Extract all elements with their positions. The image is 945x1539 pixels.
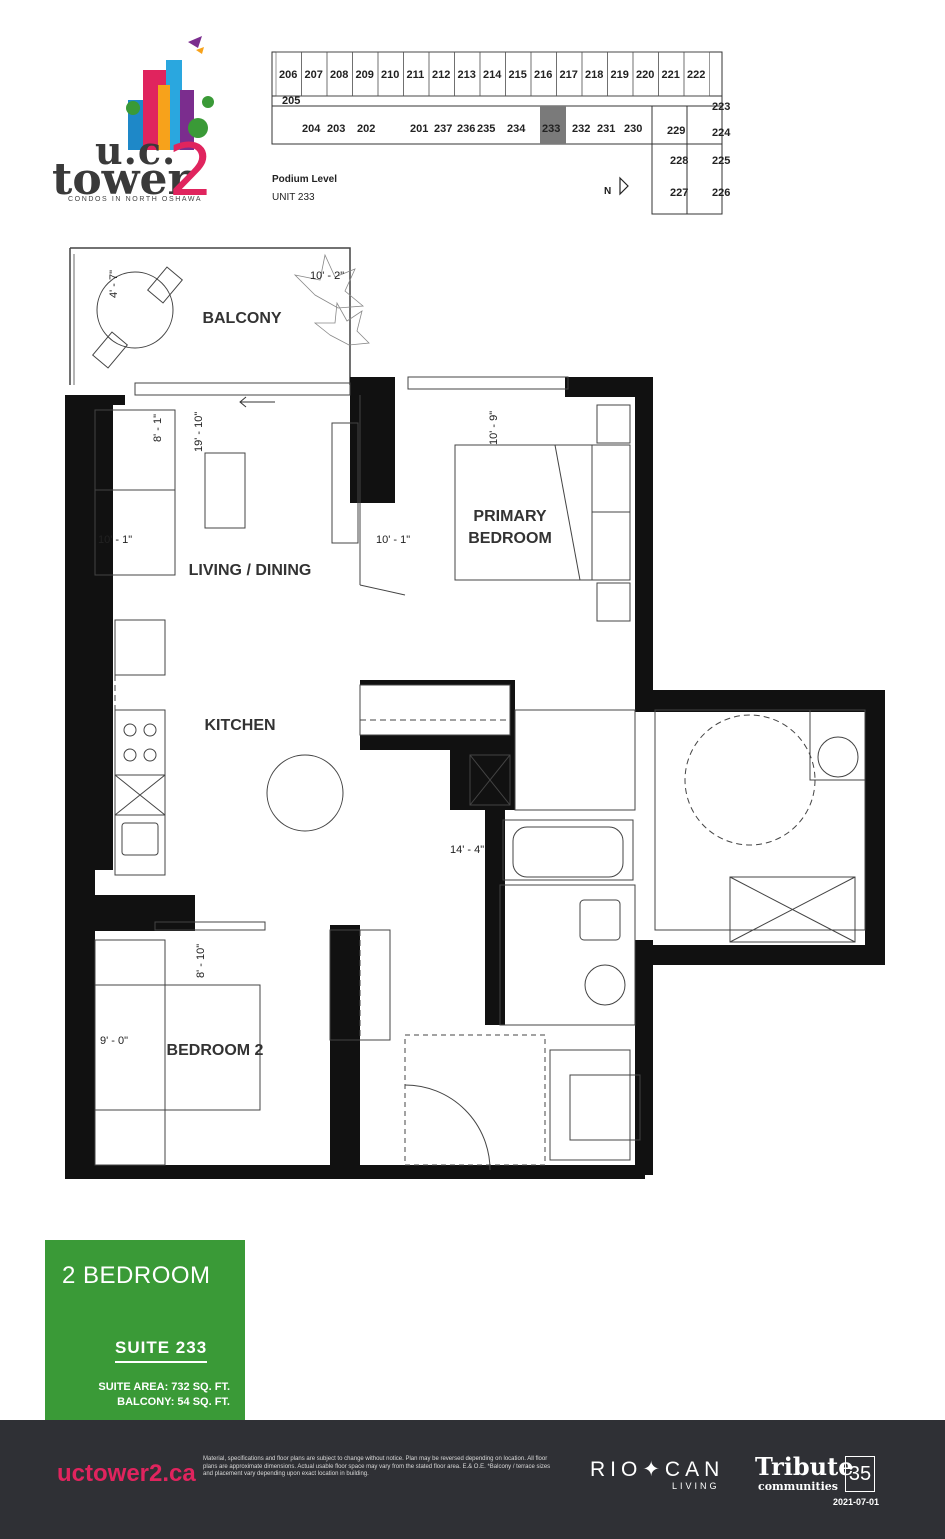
keyplan-unit-label: 223 bbox=[712, 101, 730, 113]
footer bbox=[0, 1420, 945, 1539]
keyplan-unit-label: 233 bbox=[542, 123, 560, 135]
website-link[interactable]: uctower2.ca bbox=[57, 1460, 196, 1487]
room-living-dining: LIVING / DINING bbox=[188, 562, 312, 579]
keyplan-unit-label: 231 bbox=[597, 123, 615, 135]
dim-primary-length: 14' - 4" bbox=[450, 844, 485, 856]
keyplan-unit-label: 224 bbox=[712, 127, 731, 139]
keyplan-highlight-unit bbox=[540, 106, 566, 144]
keyplan-top-row: 206 207 208 209 210 211 212 213 214 215 216 217 218 2… bbox=[275, 51, 710, 97]
dim-living-width: 10' - 1" bbox=[98, 534, 133, 546]
keyplan-unit-label: 228 bbox=[670, 155, 688, 167]
dim-living-length: 19' - 10" bbox=[193, 411, 205, 452]
suite-name: SUITE 233 bbox=[115, 1338, 208, 1363]
suite-area-block: SUITE AREA: 732 SQ. FT. BALCONY: 54 SQ. … bbox=[98, 1380, 230, 1410]
windows bbox=[134, 376, 569, 931]
suite-info-box bbox=[45, 1240, 245, 1420]
logo-uc-text: u.c. bbox=[95, 128, 177, 173]
logo-tower-text: tower bbox=[52, 154, 191, 205]
north-arrow-icon bbox=[619, 176, 629, 196]
keyplan-unit-label: 230 bbox=[624, 123, 642, 135]
balcony-area: BALCONY: 54 SQ. FT. bbox=[117, 1396, 230, 1408]
dim-balcony-depth: 4' - 7" bbox=[108, 269, 120, 298]
plant-icon bbox=[293, 253, 370, 346]
tribute-communities-text: communities bbox=[758, 1480, 838, 1493]
room-kitchen: KITCHEN bbox=[204, 717, 276, 734]
keyplan-unit-label: 226 bbox=[712, 187, 730, 199]
keyplan-unit-label: 232 bbox=[572, 123, 590, 135]
keyplan-unit-label: 235 bbox=[477, 123, 495, 135]
logo-tagline: CONDOS IN NORTH OSHAWA bbox=[68, 196, 203, 203]
keyplan-unit-label: 209 bbox=[356, 69, 374, 81]
keyplan-unit-label: 236 bbox=[457, 123, 475, 135]
keyplan-unit-label: 206 bbox=[279, 69, 297, 81]
keyplan-unit-label: 219 bbox=[611, 69, 629, 81]
keyplan-unit-label: 221 bbox=[662, 69, 680, 81]
suite-area: SUITE AREA: 732 SQ. FT. bbox=[98, 1381, 230, 1393]
keyplan-unit-label: 211 bbox=[407, 69, 425, 81]
dim-bed2-depth: 8' - 10" bbox=[195, 943, 207, 978]
keyplan-unit-label: 212 bbox=[432, 69, 450, 81]
keyplan-unit-label: 225 bbox=[712, 155, 730, 167]
dim-bed2-width: 9' - 0" bbox=[100, 1035, 129, 1047]
keyplan-unit-label: 220 bbox=[636, 69, 654, 81]
uctower2-logo bbox=[126, 36, 214, 150]
keyplan-unit-label: 201 bbox=[410, 123, 428, 135]
keyplan-unit-label: 234 bbox=[507, 123, 526, 135]
keyplan-unit: UNIT 233 bbox=[272, 192, 315, 203]
keyplan-unit-label: 218 bbox=[585, 69, 603, 81]
keyplan-unit-label: 215 bbox=[509, 69, 527, 81]
keyplan-unit-222 bbox=[683, 51, 710, 97]
dim-primary-width: 10' - 1" bbox=[376, 534, 411, 546]
keyplan-unit-label: 203 bbox=[327, 123, 345, 135]
keyplan-unit-label: 213 bbox=[458, 69, 476, 81]
keyplan-unit-label: 214 bbox=[483, 69, 502, 81]
keyplan-unit-label: 216 bbox=[534, 69, 552, 81]
keyplan-north-label: N bbox=[604, 186, 612, 197]
keyplan-level: Podium Level bbox=[272, 174, 338, 185]
keyplan-unit-label: 207 bbox=[305, 69, 323, 81]
dim-balcony-width: 10' - 2" bbox=[310, 270, 345, 282]
keyplan-unit-label: 202 bbox=[357, 123, 375, 135]
keyplan-unit-label: 229 bbox=[667, 125, 685, 137]
sliding-door-arrow-icon bbox=[239, 396, 275, 408]
keyplan-unit-label: 217 bbox=[560, 69, 578, 81]
keyplan-unit-label: 210 bbox=[381, 69, 399, 81]
dim-living-depth: 8' - 1" bbox=[152, 413, 164, 442]
riocan-living-text: LIVING bbox=[672, 1481, 720, 1491]
logo-number: 2 bbox=[168, 128, 214, 212]
floor-plan: BALCONY LIVING / DINING KITCHEN PRIMARY … bbox=[60, 240, 890, 1190]
suite-type: 2 BEDROOM bbox=[62, 1262, 211, 1289]
keyplan-unit-label: 204 bbox=[302, 123, 321, 135]
plan-date: 2021-07-01 bbox=[833, 1497, 880, 1507]
keyplan-unit-label: 205 bbox=[282, 95, 300, 107]
room-primary-bedroom: PRIMARY BEDROOM bbox=[468, 508, 552, 547]
room-bedroom-2: BEDROOM 2 bbox=[166, 1042, 264, 1059]
interior-lines bbox=[94, 395, 866, 1171]
dim-primary-depth: 10' - 9" bbox=[488, 410, 500, 445]
disclaimer-text: Material, specifications and floor plans… bbox=[203, 1456, 551, 1477]
logo-buildings-graphic bbox=[126, 36, 214, 150]
keyplan-unit-label: 208 bbox=[330, 69, 348, 81]
riocan-logo: RIO✦CAN bbox=[590, 1458, 725, 1481]
keyplan-unit-label: 227 bbox=[670, 187, 688, 199]
keyplan-unit-label: 237 bbox=[434, 123, 452, 135]
key-plan: 206 207 208 209 210 211 212 213 214 215 216 217 218 2… bbox=[271, 51, 731, 215]
room-balcony: BALCONY bbox=[202, 310, 282, 327]
floor-plan-drawing bbox=[65, 247, 885, 1179]
keyplan-unit-label: 222 bbox=[687, 69, 705, 81]
anniversary-badge: 35 bbox=[845, 1456, 875, 1492]
tribute-logo: Tribute bbox=[755, 1452, 854, 1481]
balcony-area bbox=[69, 247, 351, 385]
